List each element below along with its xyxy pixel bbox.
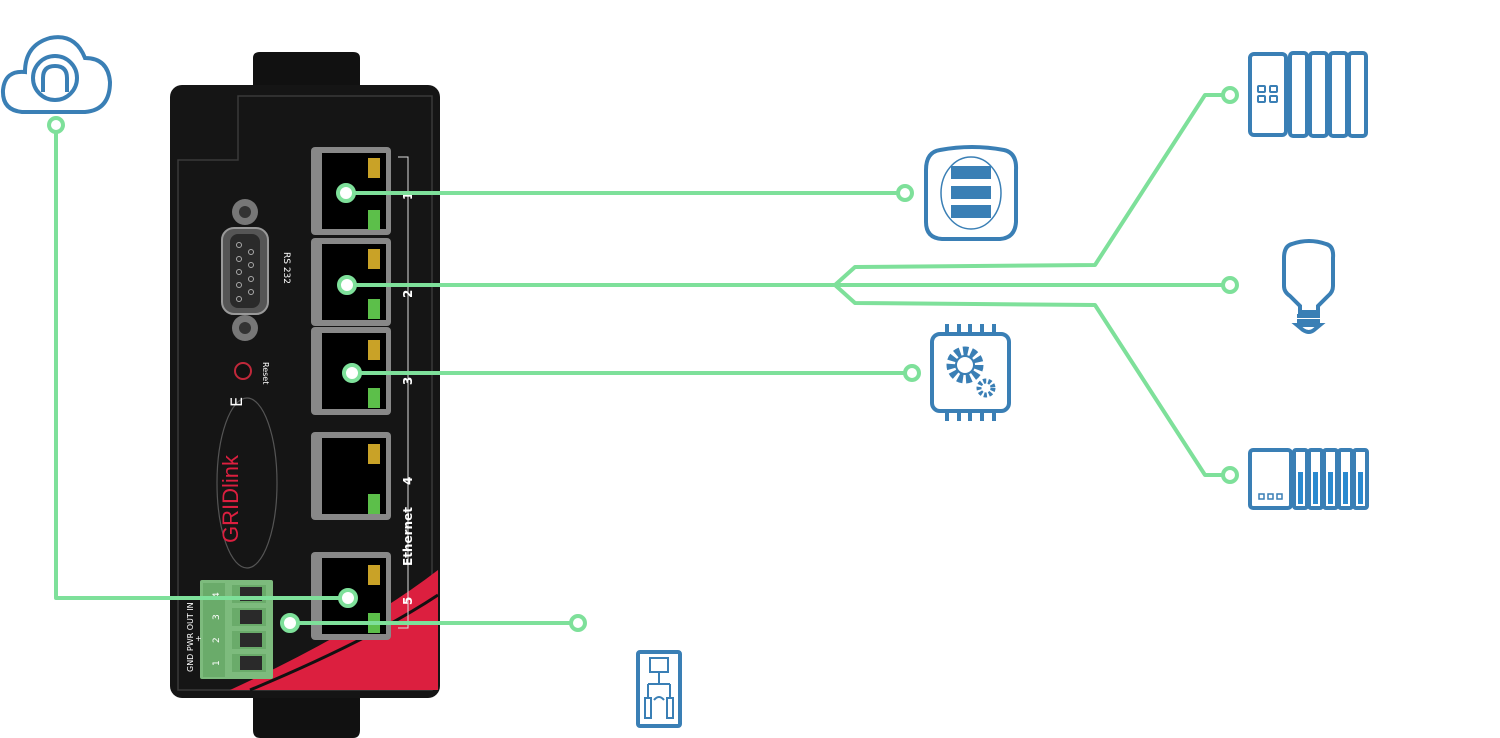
controller-chip-icon [930,324,1011,421]
light-bulb-icon [1282,239,1336,334]
gridlink-logo: GRIDlink [218,454,243,543]
svg-text:E: E [227,397,246,407]
terminal-4: 4 [212,592,222,598]
port-label-2: 2 [401,290,415,298]
energy-meter-icon [924,145,1019,241]
port-label-1: 1 [401,192,415,200]
rs232-label: RS 232 [281,252,291,284]
terminal-2: 2 [212,637,222,643]
gridlink-device: RS 232 Reset GRIDlink E 1 2 3 4 Ethernet… [170,85,440,698]
mount-tab-top [253,52,360,90]
port-label-5: 5 [401,597,415,605]
reset-button[interactable] [234,362,252,380]
io-module-rack-icon [1248,448,1369,510]
terminal-1: 1 [212,660,222,666]
red-swoosh [230,570,438,690]
rs232-connector [221,199,269,341]
terminal-3: 3 [212,614,222,620]
power-terminal-block [200,580,273,679]
cloud-icon [0,35,113,114]
ethernet-label: Ethernet [401,507,415,566]
ethernet-ports [311,147,391,640]
port-label-3: 3 [401,377,415,385]
plc-rack-icon [1248,51,1368,138]
relay-board-icon [636,650,682,728]
ethernet-port-4[interactable] [311,432,391,520]
reset-label: Reset [261,362,270,384]
terminal-plus: + [194,635,203,642]
connection-wires [47,86,1239,633]
terminal-header: GND PWR OUT IN [186,602,195,672]
mount-tab-bottom [253,690,360,738]
port-label-4: 4 [401,477,415,485]
